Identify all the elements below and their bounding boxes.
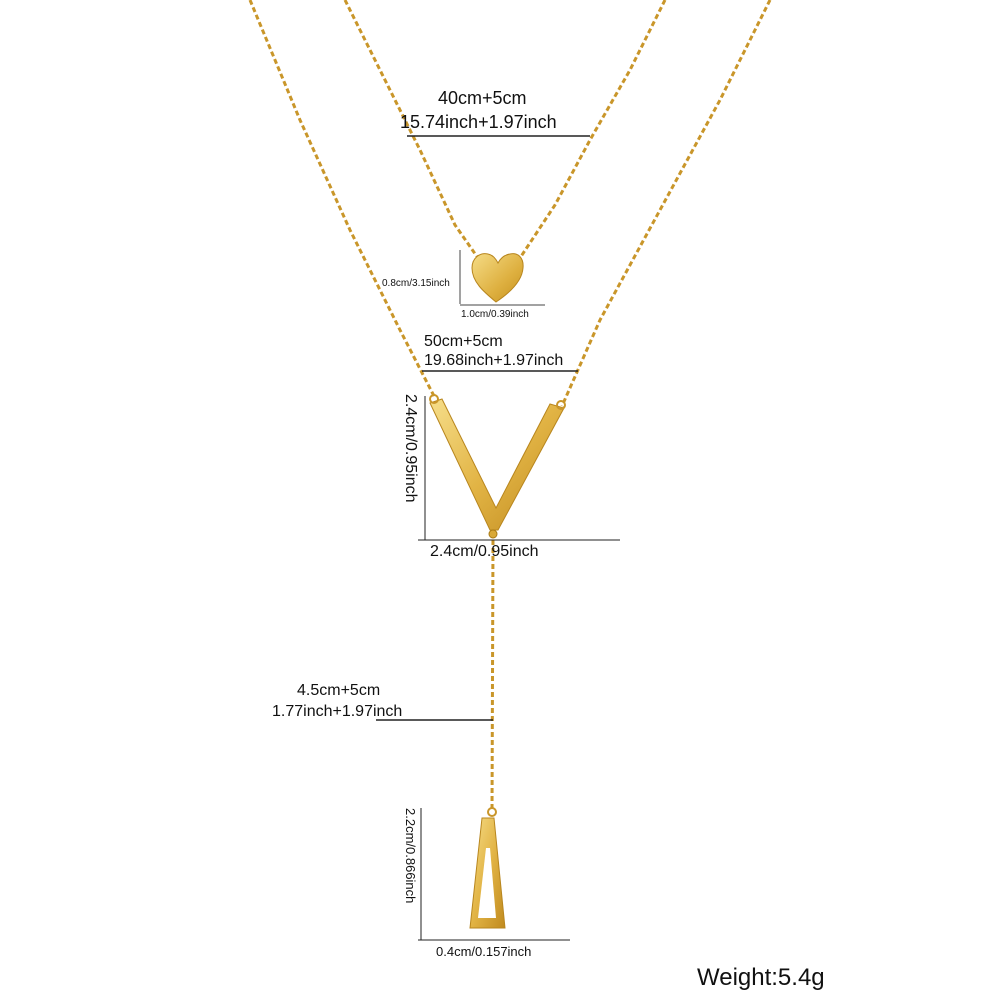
- v-pendant-ring-left: [429, 394, 439, 404]
- chain-inner-right: [518, 0, 667, 259]
- chain-drop: [490, 539, 495, 813]
- triangle-height-label: 2.2cm/0.866inch: [403, 808, 418, 904]
- v-pendant-width-label: 2.4cm/0.95inch: [430, 543, 539, 560]
- chain-outer-right: [560, 0, 772, 407]
- heart-width-label: 1.0cm/0.39inch: [461, 309, 529, 320]
- v-pendant-bottom-ring: [488, 529, 498, 539]
- triangle-pendant-cutout: [478, 848, 496, 918]
- v-pendant-ring-right: [556, 400, 566, 410]
- drop-length-inch: 1.77inch+1.97inch: [272, 703, 403, 720]
- heart-height-label: 0.8cm/3.15inch: [382, 278, 450, 289]
- v-pendant-height-label: 2.4cm/0.95inch: [402, 394, 419, 503]
- chain-outer-left: [248, 0, 437, 399]
- triangle-pendant-ring: [487, 807, 497, 817]
- chain1-length-cm: 40cm+5cm: [438, 88, 527, 108]
- chain-inner-left: [343, 0, 480, 259]
- heart-pendant: [471, 253, 524, 303]
- chain2-length-inch: 19.68inch+1.97inch: [424, 352, 564, 369]
- triangle-width-label: 0.4cm/0.157inch: [436, 944, 532, 959]
- drop-length-cm: 4.5cm+5cm: [297, 682, 381, 699]
- v-pendant: [429, 398, 565, 531]
- chain2-length-cm: 50cm+5cm: [424, 333, 503, 350]
- chain1-length-inch: 15.74inch+1.97inch: [400, 112, 557, 132]
- weight-label: Weight:5.4g: [697, 964, 825, 991]
